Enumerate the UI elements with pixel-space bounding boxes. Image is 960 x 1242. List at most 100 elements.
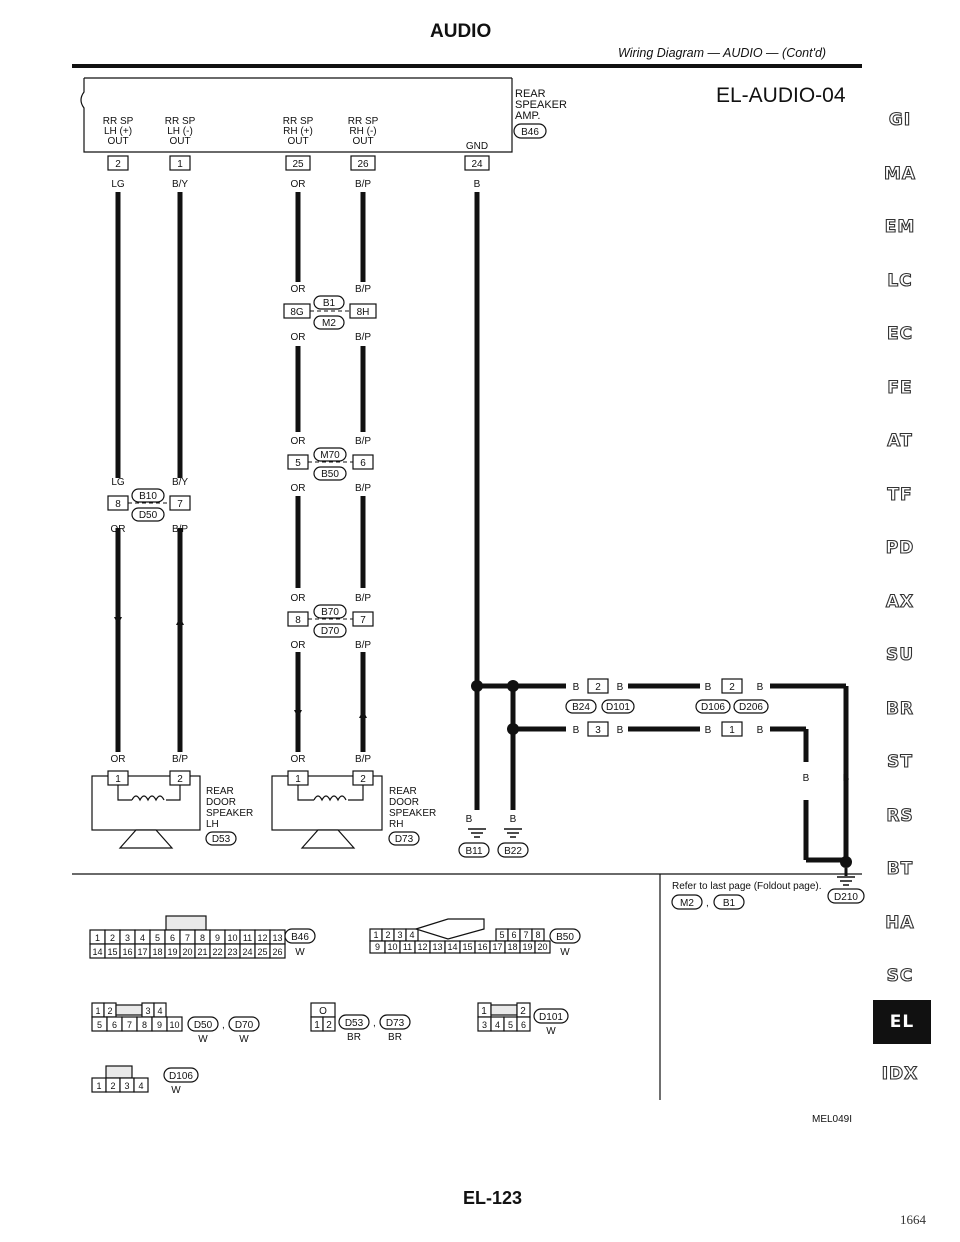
- b50-pin-cell-label: 7: [523, 930, 528, 940]
- b46-badge: [284, 928, 316, 944]
- gnd-d106-pin-top-label: 2: [729, 682, 735, 693]
- amp-term5-label-1: GND: [466, 141, 488, 152]
- tab-ma[interactable]: MA: [883, 163, 917, 184]
- gnd-d106-pin-bot-label: 1: [729, 725, 735, 736]
- tab-br[interactable]: BR: [885, 698, 915, 719]
- jct-m2-conn-label: M2: [322, 318, 336, 329]
- d50-pin-cell-label: 10: [169, 1020, 179, 1030]
- jct-b1-pin-right-label: 8H: [357, 307, 370, 318]
- amp-term2-label-1: RR SP: [165, 116, 196, 127]
- b50-pin-cell-label: 6: [511, 930, 516, 940]
- spk-lh-conn-badge: [205, 831, 237, 846]
- tab-st[interactable]: ST: [887, 751, 913, 772]
- tab-at[interactable]: AT: [887, 430, 913, 451]
- spk-rh-wire-2: B/P: [355, 754, 371, 765]
- spk-rh-conn-badge: [388, 831, 420, 846]
- tab-ec[interactable]: EC: [886, 323, 914, 344]
- tab-gi[interactable]: GI: [888, 109, 912, 130]
- gnd-b24-wire-bot-r: B: [617, 725, 624, 736]
- d101-pin-cell-label: 3: [482, 1020, 487, 1030]
- tab-idx[interactable]: IDX: [881, 1063, 919, 1084]
- b46-pin-cell-label: 13: [272, 933, 282, 943]
- tab-bt[interactable]: BT: [886, 858, 914, 879]
- gnd-d106-wire-bot-l: B: [705, 725, 712, 736]
- junction-b1-m2: OR B/P 8G 8H B1 M2 OR B/P: [283, 284, 377, 343]
- spk-lh-leads: [117, 785, 181, 801]
- refer-b1-badge: [713, 894, 745, 910]
- spk-rh-cone-icon: [300, 829, 356, 849]
- tab-rs[interactable]: RS: [886, 805, 914, 826]
- tab-su[interactable]: SU: [885, 644, 915, 665]
- spk-rh-name-3: SPEAKER: [389, 808, 436, 819]
- b50-pin-cell-label: 12: [417, 942, 427, 952]
- tab-lc[interactable]: LC: [887, 270, 913, 291]
- b50-badge: [549, 928, 581, 944]
- jct-b70-conn-label: B70: [321, 607, 339, 618]
- spk-rh-wire-1: OR: [291, 754, 306, 765]
- b46-pin-cell-label: 17: [137, 947, 147, 957]
- b46-pin-cell-label: 21: [197, 947, 207, 957]
- gnd-b11-label: B11: [465, 846, 482, 857]
- b46-pin-cell-label: 12: [257, 933, 267, 943]
- rear-speaker-amp-outline: [80, 78, 513, 153]
- jct-b70-bot-right: B/P: [355, 640, 371, 651]
- amp-wire-colors: LG B/Y OR B/P B: [111, 179, 480, 190]
- d53-badge: [338, 1014, 370, 1030]
- b46-pin-cell-label: 19: [167, 947, 177, 957]
- refer-b1-label: B1: [723, 898, 736, 909]
- splice-3: [507, 723, 519, 735]
- gnd-wire-label-r2: B: [803, 773, 810, 784]
- b50-pin-cell-label: 8: [535, 930, 540, 940]
- d101-pin-cell-label: 4: [495, 1020, 500, 1030]
- jct-b10-top-right: B/Y: [172, 477, 188, 488]
- gnd-b24-pin-bot-label: 3: [595, 725, 601, 736]
- tab-ax[interactable]: AX: [885, 591, 915, 612]
- b46-latch: [165, 915, 207, 931]
- d70-badge-label: D70: [235, 1020, 254, 1031]
- b50-pin-cell-label: 10: [387, 942, 397, 952]
- d101-cell-2-label: 2: [520, 1006, 526, 1017]
- spk-lh-name-4: LH: [206, 819, 219, 830]
- amp-name-line-2: SPEAKER: [515, 99, 567, 111]
- splice-2: [507, 680, 519, 692]
- tab-pd[interactable]: PD: [885, 537, 915, 558]
- d53-comma: ,: [373, 1018, 376, 1029]
- jct-d70-conn-label: D70: [321, 626, 340, 637]
- d73-color: BR: [388, 1032, 402, 1043]
- tab-ha[interactable]: HA: [885, 912, 915, 933]
- jct-m70-bot-right: B/P: [355, 483, 371, 494]
- b50-badge-label: B50: [556, 932, 574, 943]
- speaker-lh: OR B/P 1 2 REAR DOOR SPEAKER LH D53: [91, 754, 253, 849]
- b50-pin-cell-label: 20: [537, 942, 547, 952]
- spk-rh-name-4: RH: [389, 819, 403, 830]
- jct-m70-conn-label: M70: [320, 450, 340, 461]
- gnd-wire-label-left: B: [466, 814, 473, 825]
- splice-1: [471, 680, 483, 692]
- b50-pin-cell-label: 17: [492, 942, 502, 952]
- spk-lh-wire-2: B/P: [172, 754, 188, 765]
- jct-b70-top-right: B/P: [355, 593, 371, 604]
- tab-el[interactable]: EL: [873, 1000, 931, 1044]
- spk-lh-coil-icon: [131, 795, 165, 802]
- b46-pin-cell-label: 14: [92, 947, 102, 957]
- junction-b10-d50: LG B/Y 8 7 B10 D50 OR B/P: [107, 477, 191, 535]
- tab-fe[interactable]: FE: [887, 377, 913, 398]
- gnd-d106-wire-top-l: B: [705, 682, 712, 693]
- ground-symbol-icon: [837, 868, 855, 886]
- refer-m2-label: M2: [680, 898, 694, 909]
- b50-pin-cell-label: 5: [499, 930, 504, 940]
- jct-b10-pin-right: [169, 495, 191, 511]
- amp-pin-1-label: 1: [177, 159, 183, 170]
- tab-tf[interactable]: TF: [887, 484, 913, 505]
- page-number: EL-123: [463, 1188, 522, 1208]
- tab-em[interactable]: EM: [884, 216, 916, 237]
- diagram-id: EL-AUDIO-04: [716, 84, 846, 107]
- d101-cell-1-label: 1: [481, 1006, 487, 1017]
- tab-sc[interactable]: SC: [886, 965, 914, 986]
- d101-color: W: [546, 1026, 556, 1037]
- b50-pin-cell-label: 2: [385, 930, 390, 940]
